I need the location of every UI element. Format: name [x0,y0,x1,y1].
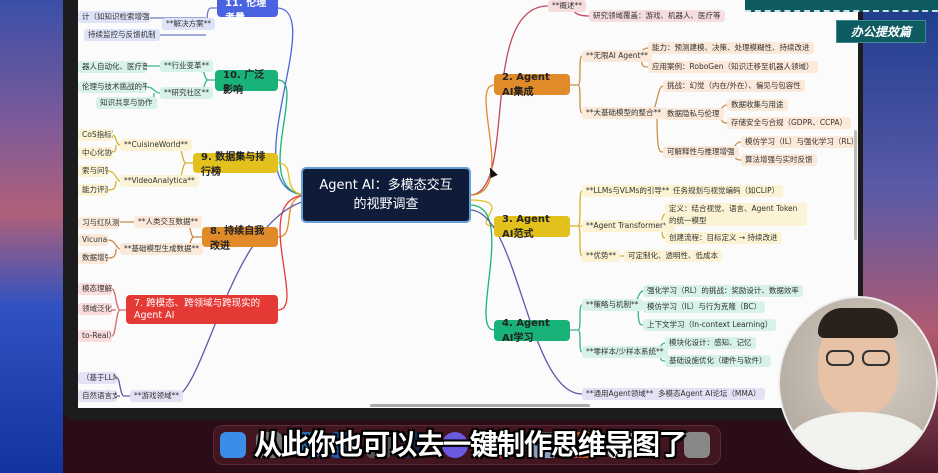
node-agent-transformer[interactable]: **Agent Transformer** [582,220,675,232]
node-leaf[interactable]: 模块化设计：感知、记忆 [665,337,756,349]
node-leaf[interactable]: 算法增强与实时反馈 [741,154,817,166]
app-icon[interactable] [532,432,558,458]
series-badge: 办公提效篇 [836,20,926,43]
node-llm-vlm[interactable]: **LLMs与VLMs的引导** [582,185,674,197]
node-leaf[interactable]: 创建流程：目标定义 → 持续改进 [665,232,782,244]
node-zero-shot[interactable]: **零样本/少样本系统** [582,346,668,358]
vertical-scrollbar[interactable] [854,130,857,240]
node-leaf[interactable]: 基础设施优化（硬件与软件） [665,355,771,367]
overlay-banner [745,0,938,12]
node-leaf[interactable]: 挑战：幻觉（内在/外在）、偏见与包容性 [663,80,805,92]
node-leaf[interactable]: 多模态Agent AI论坛（MMA） [654,388,765,400]
branch-11-ethics[interactable]: 11. 伦理考量 [217,0,278,24]
node-leaf[interactable]: （基于LLMs） [78,372,117,384]
node-foundation-data[interactable]: **基础模型生成数据** [120,243,203,255]
branch-2-integration[interactable]: 2. Agent AI集成 [494,72,570,98]
node-leaf[interactable]: 习与红队测试 [78,217,120,229]
app-icon[interactable] [366,432,392,458]
node-leaf[interactable]: Vicuna） [78,234,108,246]
node-leaf[interactable]: 伦理与技术挑战的平衡 [78,81,147,93]
node-solutions[interactable]: **解决方案** [162,18,215,30]
node-videoanalytica[interactable]: **VideoAnalytica** [120,175,199,187]
webcam-overlay [778,296,938,470]
branch-7-cross-modal[interactable]: 7. 跨模态、跨领域与跨现实的Agent AI [126,295,278,324]
node-human-interaction[interactable]: **人类交互数据** [134,216,202,228]
app-icon[interactable] [294,432,320,458]
app-icon[interactable] [442,432,468,458]
node-research-community[interactable]: **研究社区** [160,87,213,99]
app-icon[interactable] [570,432,596,458]
node-leaf[interactable]: 能力评测 [78,184,108,196]
node-leaf[interactable]: 持续监控与反馈机制 [84,29,160,41]
node-leaf[interactable]: 知识共享与协作 [96,97,157,109]
node-explainability[interactable]: 可解释性与推理增强 [663,146,739,158]
node-leaf[interactable]: 领域泛化** [78,303,112,315]
node-leaf[interactable]: 强化学习（RL）的挑战：奖励设计、数据效率 [643,285,803,297]
glasses-icon [862,350,890,366]
desktop-wallpaper-left [0,0,63,473]
branch-4-learning[interactable]: 4. Agent AI学习 [494,318,570,344]
branch-8-self-improvement[interactable]: 8. 持续自我改进 [202,226,278,252]
app-icon[interactable] [608,432,634,458]
node-leaf[interactable]: 可定制化、透明性、低成本 [624,250,722,262]
node-leaf[interactable]: 计（如知识检索增强） [78,11,150,23]
node-cuisineworld[interactable]: **CuisineWorld** [120,139,192,151]
node-leaf[interactable]: 中心化协作 [78,147,113,159]
node-leaf[interactable]: 存储安全与合规（GDPR、CCPA） [727,117,851,129]
node-leaf[interactable]: 数据收集与用途 [727,99,788,111]
node-leaf[interactable]: CoS指标） [78,129,113,141]
trash-icon[interactable] [684,432,710,458]
node-leaf[interactable]: 模仿学习（IL）与行为克隆（BC） [643,301,766,313]
node-overview[interactable]: **概述** [548,0,586,12]
central-topic[interactable]: Agent AI：多模态交互的视野调查 [301,167,471,223]
node-leaf[interactable]: to-Real） ** [78,330,112,342]
node-leaf[interactable]: 自然语言支持 [78,390,117,402]
node-leaf[interactable]: 任务规划与视觉编码（如CLIP） [669,185,784,197]
node-industry[interactable]: **行业变革** [160,60,213,72]
mindmap-canvas[interactable]: 11. 伦理考量 **解决方案** 计（如知识检索增强） 持续监控与反馈机制 1… [78,0,858,408]
app-icon[interactable] [330,432,356,458]
horizontal-scrollbar[interactable] [370,404,590,407]
node-foundation-models[interactable]: **大基础模型的整合** [582,107,665,119]
node-leaf[interactable]: 研究领域覆盖：游戏、机器人、医疗等 [589,10,725,22]
node-general-agent[interactable]: **通用Agent领域** [582,388,658,400]
branch-10-impact[interactable]: 10. 广泛影响 [215,70,278,96]
node-leaf[interactable]: 模仿学习（IL）与强化学习（RL）的 [741,136,858,148]
branch-9-datasets[interactable]: 9. 数据集与排行榜 [193,152,278,178]
app-icon[interactable] [404,432,430,458]
launchpad-icon[interactable] [256,432,282,458]
node-advantages[interactable]: **优势** [582,250,620,262]
node-gaming[interactable]: **游戏领域** [130,390,183,402]
macos-dock [213,425,721,465]
node-leaf[interactable]: 定义：结合视觉、语言、Agent Token的统一模型 [665,203,807,226]
node-infinite-agent[interactable]: **无限AI Agent** [582,50,652,62]
app-icon[interactable] [480,432,506,458]
node-privacy[interactable]: 数据隐私与伦理 [663,108,724,120]
glasses-icon [826,350,854,366]
presenter-hair [818,308,898,338]
branch-3-paradigm[interactable]: 3. Agent AI范式 [494,214,570,240]
node-strategy[interactable]: **策略与机制** [582,299,643,311]
node-leaf[interactable]: 模态理解** [78,283,112,295]
node-leaf[interactable]: 上下文学习（In-context Learning） [643,319,777,331]
node-leaf[interactable]: 索与问答 [78,165,108,177]
node-leaf[interactable]: 应用案例：RoboGen（知识迁移至机器人领域） [648,61,818,73]
video-subtitle: 从此你也可以去一键制作思维导图了 [253,428,687,461]
node-leaf[interactable]: 数据增强 [78,252,108,264]
node-leaf[interactable]: 器人自动化、医疗普惠 [78,61,147,73]
node-leaf[interactable]: 能力：预测建模、决策、处理模糊性、持续改进 [648,42,814,54]
finder-icon[interactable] [220,432,246,458]
presenter-shirt [790,412,926,468]
